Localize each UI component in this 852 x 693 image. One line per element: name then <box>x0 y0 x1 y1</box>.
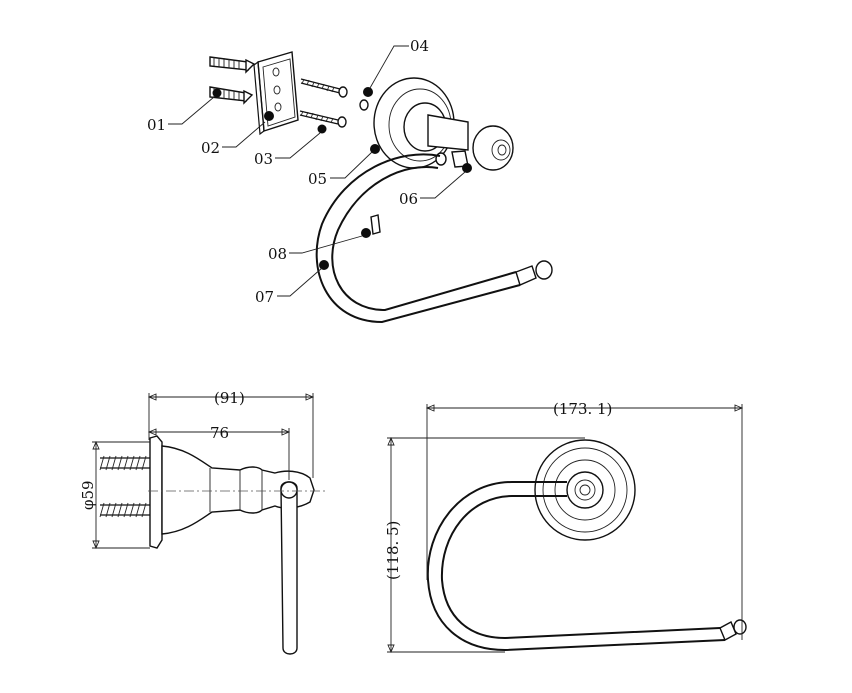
callout-07: 07 <box>255 288 274 306</box>
callout-01: 01 <box>147 116 166 134</box>
marker-01 <box>212 88 222 98</box>
wall-rose <box>373 77 514 171</box>
side-view: (91) 76 φ59 <box>79 389 325 655</box>
dim-76-line <box>149 428 290 480</box>
marker-08 <box>361 228 371 238</box>
wall-anchor-top <box>209 56 256 74</box>
dim-front-width: (173. 1) <box>553 400 612 418</box>
callout-05: 05 <box>308 170 327 188</box>
dim-173-line <box>426 404 743 640</box>
marker-02 <box>264 111 274 121</box>
ring-arm <box>315 153 553 324</box>
exploded-view: 01 02 03 04 05 06 07 08 <box>147 37 553 324</box>
dim-118-line <box>387 437 585 653</box>
front-view: (173. 1) (118. 5) <box>384 400 747 654</box>
dim-59-line <box>92 441 150 549</box>
mounting-plate <box>253 51 299 136</box>
screw-bottom <box>299 110 347 128</box>
small-pin <box>370 214 381 235</box>
callout-leaders <box>168 45 466 297</box>
marker-03 <box>317 124 327 134</box>
side-screw-top <box>99 455 150 471</box>
callout-08: 08 <box>268 245 287 263</box>
screw-top <box>300 78 348 98</box>
dim-side-offset: 76 <box>210 424 229 442</box>
marker-07 <box>319 260 329 270</box>
side-arm <box>280 481 298 655</box>
dim-side-depth: (91) <box>214 389 245 407</box>
side-rose <box>149 435 163 549</box>
side-body <box>161 445 315 535</box>
callout-06: 06 <box>399 190 418 208</box>
dim-front-height: (118. 5) <box>384 521 402 580</box>
marker-04 <box>363 87 373 97</box>
side-screw-bottom <box>99 502 150 518</box>
callout-03: 03 <box>254 150 273 168</box>
dim-side-diameter: φ59 <box>79 480 97 510</box>
marker-06 <box>462 163 472 173</box>
front-ring-arm <box>426 481 726 652</box>
marker-05 <box>370 144 380 154</box>
callout-04: 04 <box>410 37 429 55</box>
pivot-pin <box>435 150 469 168</box>
front-finial <box>733 619 747 635</box>
callout-02: 02 <box>201 139 220 157</box>
set-screw <box>359 99 369 111</box>
